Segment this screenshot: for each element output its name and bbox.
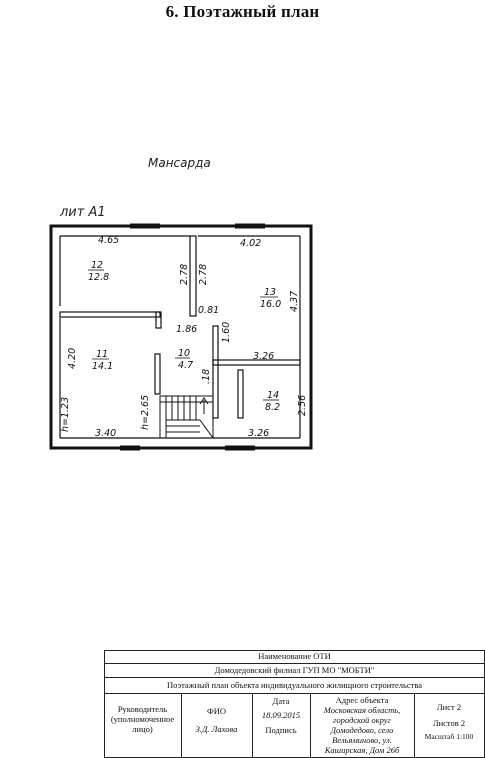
dim-hall-v: .18	[201, 369, 212, 384]
stamp-scale: Масштаб 1:100	[424, 732, 474, 741]
partition-13-14	[212, 359, 301, 366]
stamp-fio-label: ФИО	[207, 706, 226, 716]
room-14-area: 8.2	[265, 402, 280, 413]
stamp-fio-value: З.Д. Лахова	[195, 724, 238, 734]
dim-right-mid-h: 3.26	[253, 351, 274, 362]
partition-corridor	[212, 325, 219, 419]
floor-label: Мансарда	[148, 156, 211, 170]
dim-top-left: 4.65	[98, 235, 119, 246]
stamp-name-label: Наименование ОТИ	[104, 650, 485, 664]
dim-bottom-left: 3.40	[95, 428, 116, 439]
dim-right-v: 4.37	[289, 291, 300, 312]
room-13-area: 16.0	[260, 299, 281, 310]
room-10-number: 10	[178, 348, 190, 359]
room-11-number: 11	[96, 349, 108, 360]
stamp-address: Адрес объекта Московская область, городс…	[323, 695, 401, 755]
partition-12-11	[59, 311, 161, 318]
dim-mid-left-v1: 2.78	[179, 264, 190, 285]
room-10-area: 4.7	[178, 360, 193, 371]
room-12-number: 12	[91, 260, 103, 271]
staircase	[159, 395, 214, 439]
dim-top-right: 4.02	[240, 238, 261, 249]
room-12-area: 12.8	[88, 272, 109, 283]
title-block: Наименование ОТИ Домодедовский филиал ГУ…	[104, 650, 485, 758]
dim-left-v: 4.20	[67, 348, 78, 369]
stamp-sheet: Лист 2	[436, 702, 462, 712]
room-11-area: 14.1	[92, 361, 113, 372]
dim-bottom-right: 3.26	[248, 428, 269, 439]
room-13-number: 13	[264, 287, 276, 298]
windows	[120, 223, 265, 451]
stamp-doc-title: Поэтажный план объекта индивидуального ж…	[104, 678, 485, 694]
room-14-number: 14	[267, 390, 279, 401]
dim-corridor-w: 1.86	[176, 324, 197, 335]
stamp-date-value: 18.09.2015	[261, 710, 301, 720]
dim-height-left: h=1.23	[60, 397, 71, 432]
dim-mid-left-v2: 2.78	[198, 264, 209, 285]
partition-12-13	[189, 235, 197, 317]
dim-corridor-h: 0.81	[198, 305, 219, 316]
stamp-date-label: Дата	[272, 696, 290, 706]
dim-bottom-right-v: 2.56	[297, 395, 308, 416]
lit-label: лит А1	[60, 205, 106, 220]
stamp-signature-label: Подпись	[265, 725, 297, 735]
stamp-sheets: Листов 2	[432, 718, 466, 728]
page-title: 6. Поэтажный план	[165, 2, 320, 21]
dim-height-right: h=2.65	[140, 395, 151, 430]
dim-corridor-v: 1.60	[221, 322, 232, 343]
stamp-role: Руководитель (уполномоченное лицо)	[110, 704, 175, 734]
stamp-org: Домодедовский филиал ГУП МО "МОБТИ"	[104, 664, 485, 678]
outer-wall	[49, 224, 313, 450]
partition-11-10	[154, 353, 161, 395]
